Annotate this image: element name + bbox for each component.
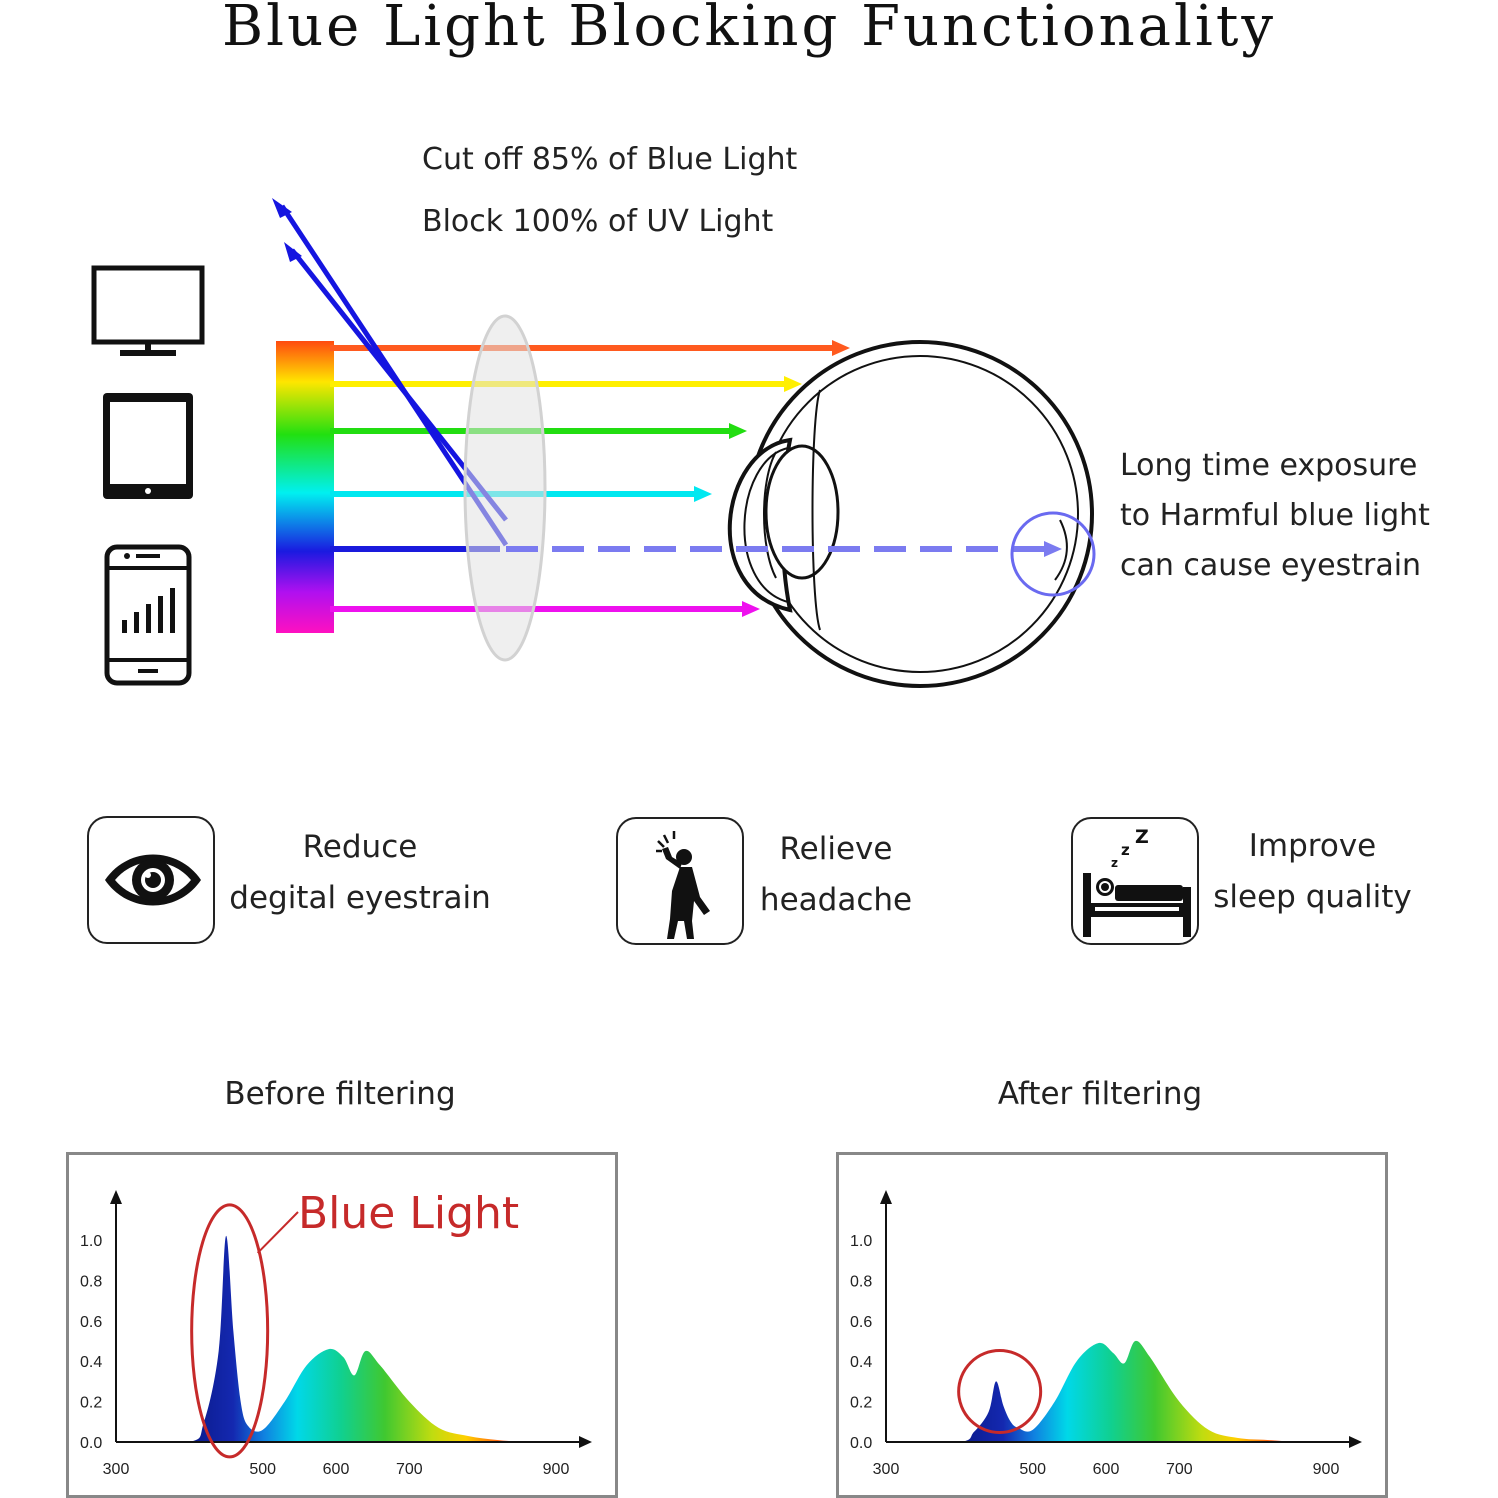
page-title: Blue Light Blocking Functionality xyxy=(222,0,1276,59)
after-xtick-1: 500 xyxy=(1019,1461,1046,1478)
svg-text:z: z xyxy=(1111,856,1118,870)
feature-eyestrain-line-1: Reduce xyxy=(302,829,418,865)
warning-line-3: can cause eyestrain xyxy=(1120,548,1422,583)
svg-text:Z: Z xyxy=(1135,826,1149,848)
after-chart: 0.0 0.2 0.4 0.6 0.8 1.0 300 500 600 700 900 xyxy=(850,1190,1362,1478)
sleep-feature-box: z z Z xyxy=(1071,817,1199,945)
headache-person-icon xyxy=(656,831,710,939)
retina-highlight-circle xyxy=(1010,511,1096,597)
warning-line-2: to Harmful blue light xyxy=(1120,498,1430,533)
eye-icon xyxy=(105,854,201,906)
feature-eyestrain-text: Reduce degital eyestrain xyxy=(200,822,520,924)
before-chart-title: Before filtering xyxy=(224,1076,456,1112)
eye-illustration xyxy=(727,340,1094,688)
ray-yellow xyxy=(330,376,802,392)
before-ytick-4: 0.8 xyxy=(80,1273,102,1290)
sleeping-bed-icon: z z Z xyxy=(1083,826,1191,937)
feature-headache-text: Relieve headache xyxy=(726,824,946,926)
before-y-axis-arrow xyxy=(110,1190,122,1204)
svg-text:z: z xyxy=(1121,841,1130,859)
after-spectrum-area xyxy=(886,1340,1326,1442)
smartphone-icon xyxy=(104,544,192,686)
before-blue-light-label: Blue Light xyxy=(298,1188,519,1239)
before-annotation-leader xyxy=(256,1211,299,1254)
after-xtick-2: 600 xyxy=(1093,1461,1120,1478)
light-diagram xyxy=(272,198,1096,688)
feature-headache-line-1: Relieve xyxy=(779,831,893,867)
uv-block-note: Block 100% of UV Light xyxy=(422,204,774,239)
after-x-axis-arrow xyxy=(1349,1436,1362,1448)
feature-eyestrain-line-2: degital eyestrain xyxy=(229,880,491,916)
ray-violet xyxy=(330,601,760,617)
before-ytick-5: 1.0 xyxy=(80,1233,102,1250)
before-xtick-0: 300 xyxy=(103,1461,130,1478)
ray-orange xyxy=(330,340,850,356)
after-chart-title: After filtering xyxy=(997,1076,1203,1112)
before-ytick-2: 0.4 xyxy=(80,1354,102,1371)
before-xtick-3: 700 xyxy=(396,1461,423,1478)
warning-text: Long time exposure to Harmful blue light… xyxy=(1120,441,1430,591)
lens xyxy=(463,314,547,662)
before-ytick-1: 0.2 xyxy=(80,1395,102,1412)
feature-sleep-text: Improve sleep quality xyxy=(1200,821,1425,923)
after-ytick-0: 0.0 xyxy=(850,1435,872,1452)
monitor-icon xyxy=(91,265,205,356)
before-x-axis-arrow xyxy=(579,1436,592,1448)
before-xtick-4: 900 xyxy=(543,1461,570,1478)
after-ytick-2: 0.4 xyxy=(850,1354,872,1371)
after-xtick-4: 900 xyxy=(1313,1461,1340,1478)
eye-feature-box xyxy=(87,816,215,944)
feature-sleep-line-1: Improve xyxy=(1248,828,1377,864)
warning-line-1: Long time exposure xyxy=(1120,448,1418,483)
spectrum-bar xyxy=(276,341,334,633)
after-blue-peak-circle xyxy=(957,1349,1043,1434)
before-blue-peak-circle xyxy=(190,1203,270,1459)
feature-headache-line-2: headache xyxy=(759,882,913,918)
before-ytick-0: 0.0 xyxy=(80,1435,102,1452)
before-xtick-1: 500 xyxy=(249,1461,276,1478)
feature-sleep-line-2: sleep quality xyxy=(1213,879,1412,915)
before-chart: 0.0 0.2 0.4 0.6 0.8 1.0 300 500 600 700 900 Blue Li… xyxy=(80,1188,592,1478)
after-ytick-3: 0.6 xyxy=(850,1314,872,1331)
tablet-icon xyxy=(103,393,193,499)
after-ytick-1: 0.2 xyxy=(850,1395,872,1412)
after-ytick-4: 0.8 xyxy=(850,1273,872,1290)
before-spectrum-area xyxy=(116,1235,556,1442)
before-ytick-3: 0.6 xyxy=(80,1314,102,1331)
after-xtick-0: 300 xyxy=(873,1461,900,1478)
headache-feature-box xyxy=(616,817,744,945)
after-y-axis-arrow xyxy=(880,1190,892,1204)
cut-off-note: Cut off 85% of Blue Light xyxy=(422,142,798,177)
after-ytick-5: 1.0 xyxy=(850,1233,872,1250)
before-xtick-2: 600 xyxy=(323,1461,350,1478)
after-xtick-3: 700 xyxy=(1166,1461,1193,1478)
